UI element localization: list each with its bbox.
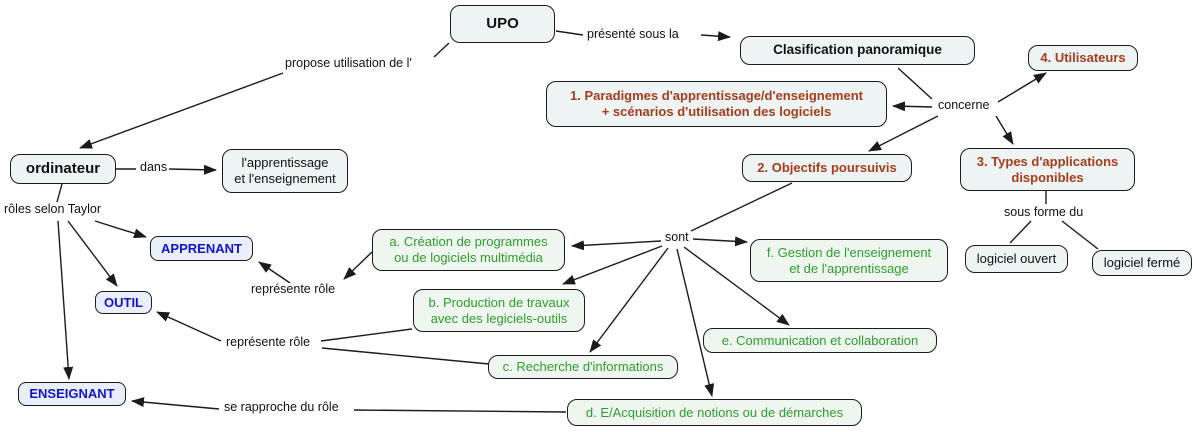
node-c-recherche-informations[interactable]: c. Recherche d'informations (488, 355, 678, 379)
link-label-presente-sous-la[interactable]: présenté sous la (585, 27, 681, 42)
node-4-utilisateurs[interactable]: 4. Utilisateurs (1028, 45, 1138, 71)
node-ordinateur[interactable]: ordinateur (10, 154, 116, 184)
link-label-sous-forme-du[interactable]: sous forme du (1002, 205, 1086, 220)
link-label-represente-role-1[interactable]: représente rôle (249, 282, 338, 297)
node-upo[interactable]: UPO (450, 5, 555, 43)
node-f-gestion-enseignement[interactable]: f. Gestion de l'enseignement et de l'app… (750, 239, 948, 282)
node-outil[interactable]: OUTIL (95, 291, 152, 314)
node-logiciel-ferme[interactable]: logiciel fermé (1092, 250, 1192, 276)
node-d-acquisition-notions[interactable]: d. E/Acquisition de notions ou de démarc… (567, 399, 862, 426)
node-apprenant[interactable]: APPRENANT (150, 236, 253, 261)
link-label-roles-selon-taylor[interactable]: rôles selon Taylor (2, 202, 104, 217)
node-3-types-applications[interactable]: 3. Types d'applications disponibles (960, 148, 1135, 191)
node-logiciel-ouvert[interactable]: logiciel ouvert (965, 245, 1068, 273)
node-apprentissage-enseignement[interactable]: l'apprentissage et l'enseignement (222, 149, 348, 193)
link-label-se-rapproche-du-role[interactable]: se rapproche du rôle (222, 400, 341, 415)
link-label-concerne[interactable]: concerne (936, 98, 992, 113)
link-label-represente-role-2[interactable]: représente rôle (224, 335, 313, 350)
node-e-communication-collaboration[interactable]: e. Communication et collaboration (703, 328, 937, 353)
node-2-objectifs[interactable]: 2. Objectifs poursuivis (742, 154, 912, 182)
node-enseignant[interactable]: ENSEIGNANT (18, 382, 126, 406)
node-b-production-travaux[interactable]: b. Production de travaux avec des legici… (413, 289, 585, 332)
link-label-dans[interactable]: dans (138, 160, 170, 175)
node-clasification-panoramique[interactable]: Clasification panoramique (740, 36, 975, 65)
node-a-creation-programmes[interactable]: a. Création de programmes ou de logiciel… (372, 229, 565, 271)
link-label-propose-utilisation[interactable]: propose utilisation de l' (283, 56, 414, 71)
node-1-paradigmes[interactable]: 1. Paradigmes d'apprentissage/d'enseigne… (546, 81, 887, 127)
link-label-sont[interactable]: sont (663, 230, 691, 245)
